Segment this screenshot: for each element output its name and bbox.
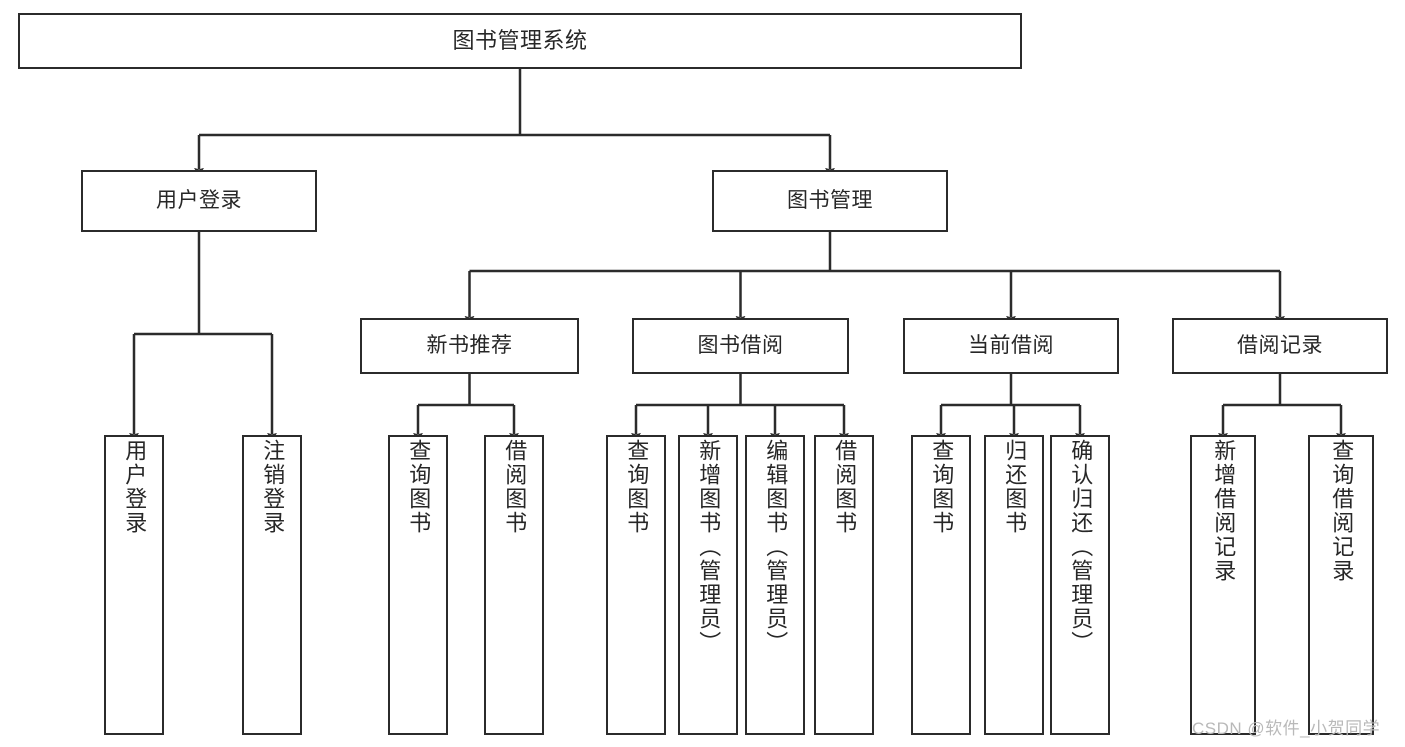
node-label-book-manage: 图书管理 <box>787 188 873 212</box>
node-label-leaf-query-book-2: 查询图书 <box>624 439 650 535</box>
node-label-current-borrow: 当前借阅 <box>968 333 1054 357</box>
node-new-book-rec: 新书推荐 <box>360 318 579 374</box>
node-leaf-logout: 注销登录 <box>242 435 302 735</box>
node-label-leaf-return-book: 归还图书 <box>1002 439 1028 535</box>
node-leaf-add-record: 新增借阅记录 <box>1190 435 1256 735</box>
node-label-leaf-user-login: 用户登录 <box>122 439 148 535</box>
node-label-leaf-add-book: 新增图书（管理员） <box>696 439 722 655</box>
node-leaf-return-book: 归还图书 <box>984 435 1044 735</box>
node-leaf-add-book: 新增图书（管理员） <box>678 435 738 735</box>
node-book-manage: 图书管理 <box>712 170 948 232</box>
node-leaf-edit-book: 编辑图书（管理员） <box>745 435 805 735</box>
node-label-leaf-borrow-book-2: 借阅图书 <box>832 439 858 535</box>
node-label-leaf-query-book-3: 查询图书 <box>929 439 955 535</box>
node-leaf-borrow-book-1: 借阅图书 <box>484 435 544 735</box>
node-leaf-query-book-3: 查询图书 <box>911 435 971 735</box>
node-label-leaf-confirm-return: 确认归还（管理员） <box>1068 439 1094 655</box>
node-label-leaf-query-book-1: 查询图书 <box>406 439 432 535</box>
node-label-leaf-query-record: 查询借阅记录 <box>1329 439 1355 583</box>
node-label-book-borrow: 图书借阅 <box>697 333 784 357</box>
node-label-new-book-rec: 新书推荐 <box>426 333 513 357</box>
node-label-leaf-borrow-book-1: 借阅图书 <box>502 439 528 535</box>
edge-layer <box>129 69 1346 442</box>
node-label-borrow-record: 借阅记录 <box>1237 333 1323 357</box>
node-leaf-borrow-book-2: 借阅图书 <box>814 435 874 735</box>
node-label-leaf-logout: 注销登录 <box>260 439 286 535</box>
node-user-login: 用户登录 <box>81 170 317 232</box>
node-current-borrow: 当前借阅 <box>903 318 1119 374</box>
node-leaf-query-book-2: 查询图书 <box>606 435 666 735</box>
node-label-user-login: 用户登录 <box>156 188 242 212</box>
node-label-leaf-add-record: 新增借阅记录 <box>1211 439 1237 583</box>
node-book-borrow: 图书借阅 <box>632 318 849 374</box>
node-leaf-query-book-1: 查询图书 <box>388 435 448 735</box>
node-leaf-confirm-return: 确认归还（管理员） <box>1050 435 1110 735</box>
node-leaf-user-login: 用户登录 <box>104 435 164 735</box>
node-label-root: 图书管理系统 <box>452 28 588 54</box>
node-leaf-query-record: 查询借阅记录 <box>1308 435 1374 735</box>
node-label-leaf-edit-book: 编辑图书（管理员） <box>763 439 789 655</box>
node-root: 图书管理系统 <box>18 13 1022 69</box>
node-borrow-record: 借阅记录 <box>1172 318 1388 374</box>
watermark-text: CSDN @软件_小贺同学 <box>1192 719 1381 738</box>
